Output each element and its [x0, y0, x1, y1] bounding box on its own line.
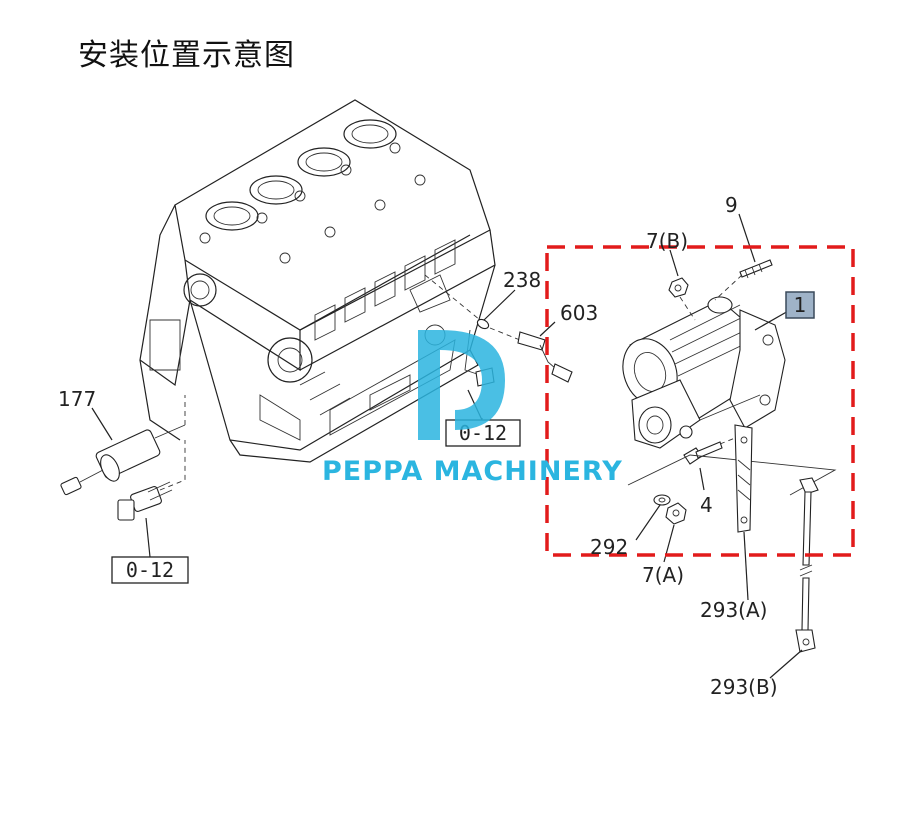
leader-lines — [91, 213, 803, 679]
part-177-solenoid — [60, 395, 186, 496]
label-part-4: 4 — [700, 493, 713, 517]
watermark-text: PEPPA MACHINERY — [322, 456, 623, 487]
part-7b-nut — [668, 277, 696, 321]
part-292-washer — [653, 494, 671, 506]
ref-box-left-label: 0-12 — [126, 558, 174, 582]
label-part-292: 292 — [590, 535, 628, 559]
label-part-238: 238 — [503, 268, 541, 292]
ref-box-left: 0-12 — [111, 556, 189, 584]
page-title: 安装位置示意图 — [78, 38, 295, 73]
label-part-7a: 7(A) — [642, 563, 684, 587]
part-7a-nut — [665, 502, 687, 525]
label-part-603: 603 — [560, 301, 598, 325]
starter-motor-drawing — [622, 296, 786, 449]
highlight-frame — [545, 245, 855, 557]
part-bolt-left — [117, 440, 186, 521]
label-part-1: 1 — [794, 293, 807, 317]
part-293b-cable — [795, 477, 819, 653]
label-part-177: 177 — [58, 387, 96, 411]
label-part-7b: 7(B) — [646, 229, 688, 253]
part-4-bolt — [683, 435, 741, 465]
watermark-logo — [418, 330, 505, 440]
part-9-stud — [714, 259, 773, 301]
label-part-9: 9 — [725, 193, 738, 217]
callout-part-1: 1 — [785, 291, 815, 319]
label-part-293a: 293(A) — [700, 598, 767, 622]
engine-block-drawing — [139, 99, 496, 463]
part-293a-strap — [734, 424, 753, 533]
label-part-293b: 293(B) — [710, 675, 778, 699]
